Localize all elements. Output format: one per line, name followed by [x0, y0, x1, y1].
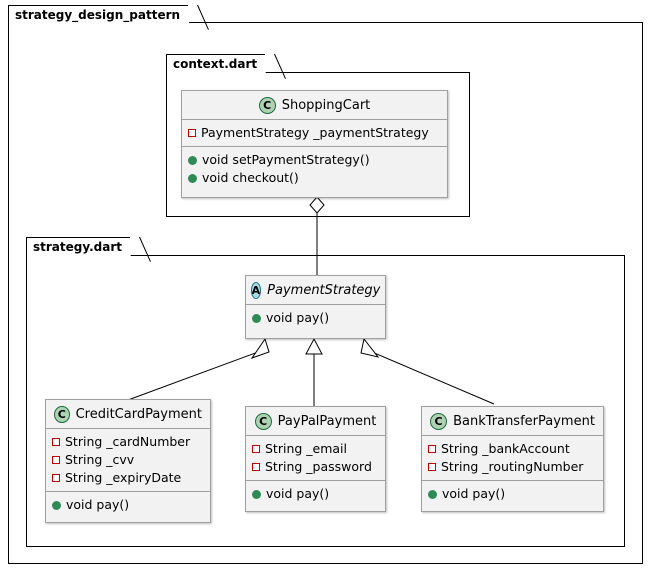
field-row: String _bankAccount: [428, 440, 597, 458]
private-visibility-icon: [252, 463, 260, 471]
package-label: strategy_design_pattern: [15, 8, 181, 22]
class-name: PayPalPayment: [277, 413, 377, 429]
package-label: context.dart: [173, 57, 258, 71]
private-visibility-icon: [428, 463, 436, 471]
class-header: C PayPalPayment: [246, 407, 385, 436]
class-name: BankTransferPayment: [453, 413, 595, 429]
package-strategy-design-pattern: [8, 22, 643, 564]
class-header: C CreditCardPayment: [46, 400, 210, 429]
package-strategy-dart: [26, 255, 625, 547]
field-row: PaymentStrategy _paymentStrategy: [188, 124, 441, 142]
method-row: void setPaymentStrategy(): [188, 151, 441, 169]
class-fields: String _cardNumber String _cvv String _e…: [46, 429, 210, 492]
public-visibility-icon: [252, 489, 261, 499]
class-stereotype-icon: C: [54, 405, 70, 423]
class-name: PaymentStrategy: [267, 282, 381, 298]
field-row: String _expiryDate: [52, 469, 204, 487]
method-row: void checkout(): [188, 169, 441, 187]
private-visibility-icon: [428, 445, 436, 453]
class-header: A PaymentStrategy: [246, 276, 385, 305]
private-visibility-icon: [188, 129, 196, 137]
abstract-stereotype-icon: A: [250, 281, 262, 299]
field-label: PaymentStrategy _paymentStrategy: [201, 125, 429, 140]
package-tab-context-dart: context.dart: [166, 53, 287, 79]
method-label: void pay(): [66, 497, 130, 512]
class-name: CreditCardPayment: [75, 406, 202, 422]
package-tab-strategy-dart: strategy.dart: [26, 236, 151, 262]
public-visibility-icon: [52, 500, 61, 510]
public-visibility-icon: [188, 155, 197, 165]
class-header: C BankTransferPayment: [422, 407, 603, 436]
package-tab-strategy-design-pattern: strategy_design_pattern: [8, 4, 210, 30]
method-label: void pay(): [266, 486, 330, 501]
method-row: void pay(): [252, 485, 379, 503]
private-visibility-icon: [52, 474, 60, 482]
private-visibility-icon: [252, 445, 260, 453]
class-paypal-payment[interactable]: C PayPalPayment String _email String _pa…: [245, 406, 386, 512]
field-row: String _password: [252, 458, 379, 476]
class-stereotype-icon: C: [430, 412, 448, 430]
private-visibility-icon: [52, 438, 60, 446]
class-methods: void setPaymentStrategy() void checkout(…: [182, 147, 447, 191]
public-visibility-icon: [252, 313, 261, 323]
class-methods: void pay(): [246, 305, 385, 331]
private-visibility-icon: [52, 456, 60, 464]
field-label: String _email: [265, 441, 348, 456]
class-stereotype-icon: C: [254, 412, 272, 430]
class-methods: void pay(): [422, 481, 603, 507]
method-label: void pay(): [442, 486, 506, 501]
method-row: void pay(): [252, 309, 379, 327]
field-label: String _password: [265, 459, 372, 474]
package-context-dart: [166, 72, 470, 217]
method-label: void pay(): [266, 310, 330, 325]
field-label: String _bankAccount: [441, 441, 570, 456]
field-label: String _routingNumber: [441, 459, 584, 474]
class-header: C ShoppingCart: [182, 91, 447, 120]
class-fields: String _bankAccount String _routingNumbe…: [422, 436, 603, 481]
field-label: String _expiryDate: [65, 470, 182, 485]
field-row: String _cvv: [52, 451, 204, 469]
method-label: void setPaymentStrategy(): [202, 152, 370, 167]
public-visibility-icon: [188, 173, 197, 183]
class-shopping-cart[interactable]: C ShoppingCart PaymentStrategy _paymentS…: [181, 90, 448, 198]
method-row: void pay(): [428, 485, 597, 503]
method-row: void pay(): [52, 496, 204, 514]
field-label: String _cardNumber: [65, 434, 191, 449]
class-fields: PaymentStrategy _paymentStrategy: [182, 120, 447, 147]
field-row: String _routingNumber: [428, 458, 597, 476]
public-visibility-icon: [428, 489, 437, 499]
method-label: void checkout(): [202, 170, 299, 185]
class-name: ShoppingCart: [281, 97, 371, 113]
class-methods: void pay(): [46, 492, 210, 518]
class-stereotype-icon: C: [258, 96, 276, 114]
field-label: String _cvv: [65, 452, 135, 467]
field-row: String _cardNumber: [52, 433, 204, 451]
field-row: String _email: [252, 440, 379, 458]
class-fields: String _email String _password: [246, 436, 385, 481]
class-bank-transfer-payment[interactable]: C BankTransferPayment String _bankAccoun…: [421, 406, 604, 512]
package-label: strategy.dart: [33, 240, 122, 254]
class-credit-card-payment[interactable]: C CreditCardPayment String _cardNumber S…: [45, 399, 211, 523]
class-payment-strategy[interactable]: A PaymentStrategy void pay(): [245, 275, 386, 339]
class-methods: void pay(): [246, 481, 385, 507]
